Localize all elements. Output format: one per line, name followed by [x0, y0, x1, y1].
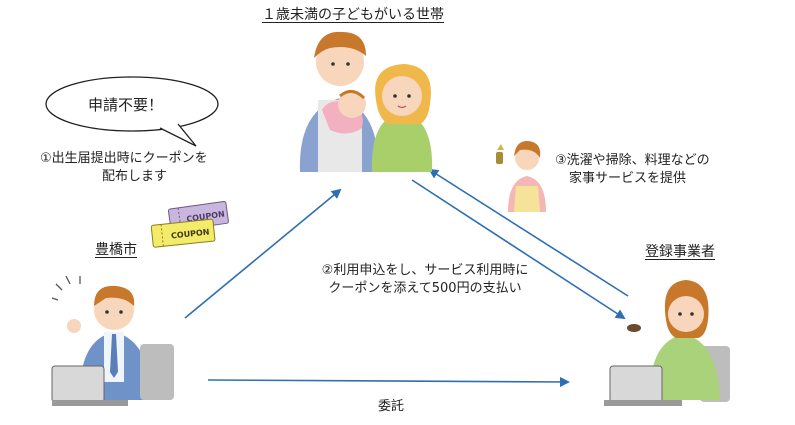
business-illustration: [604, 280, 730, 406]
coupon-tickets: COUPON COUPON: [150, 201, 229, 248]
arrow-city-to-business: [207, 376, 570, 387]
step1-text: ①出生届提出時にクーポンを 配布します: [40, 150, 208, 186]
city-label: 豊橋市: [95, 242, 137, 258]
step2-line2: クーポンを添えて500円の支払い: [328, 281, 522, 296]
speech-bubble-text: 申請不要！: [88, 96, 164, 114]
business-label: 登録事業者: [645, 244, 715, 260]
arrow-household-to-business: [411, 179, 626, 320]
svg-text:COUPON: COUPON: [171, 227, 210, 240]
household-label: １歳未満の子どもがいる世帯: [262, 7, 444, 23]
step1-line2: 配布します: [102, 169, 168, 184]
commission-label: 委託: [378, 399, 405, 414]
housekeeper-illustration: [496, 140, 546, 212]
arrow-business-to-household: [428, 168, 629, 297]
step2-line1: ②利用申込をし、サービス利用時に: [321, 263, 529, 278]
city-official-illustration: [51, 275, 174, 406]
speech-bubble: [45, 76, 219, 147]
step3-line2: 家事サービスを提供: [569, 171, 687, 186]
step1-line1: ①出生届提出時にクーポンを: [40, 151, 208, 166]
step2-text: ②利用申込をし、サービス利用時に クーポンを添えて500円の支払い: [300, 262, 550, 298]
step3-text: ③洗濯や掃除、料理などの 家事サービスを提供: [555, 152, 710, 188]
arrow-city-to-household: [184, 188, 342, 319]
step3-line1: ③洗濯や掃除、料理などの: [555, 153, 710, 168]
family-illustration: [299, 31, 433, 172]
